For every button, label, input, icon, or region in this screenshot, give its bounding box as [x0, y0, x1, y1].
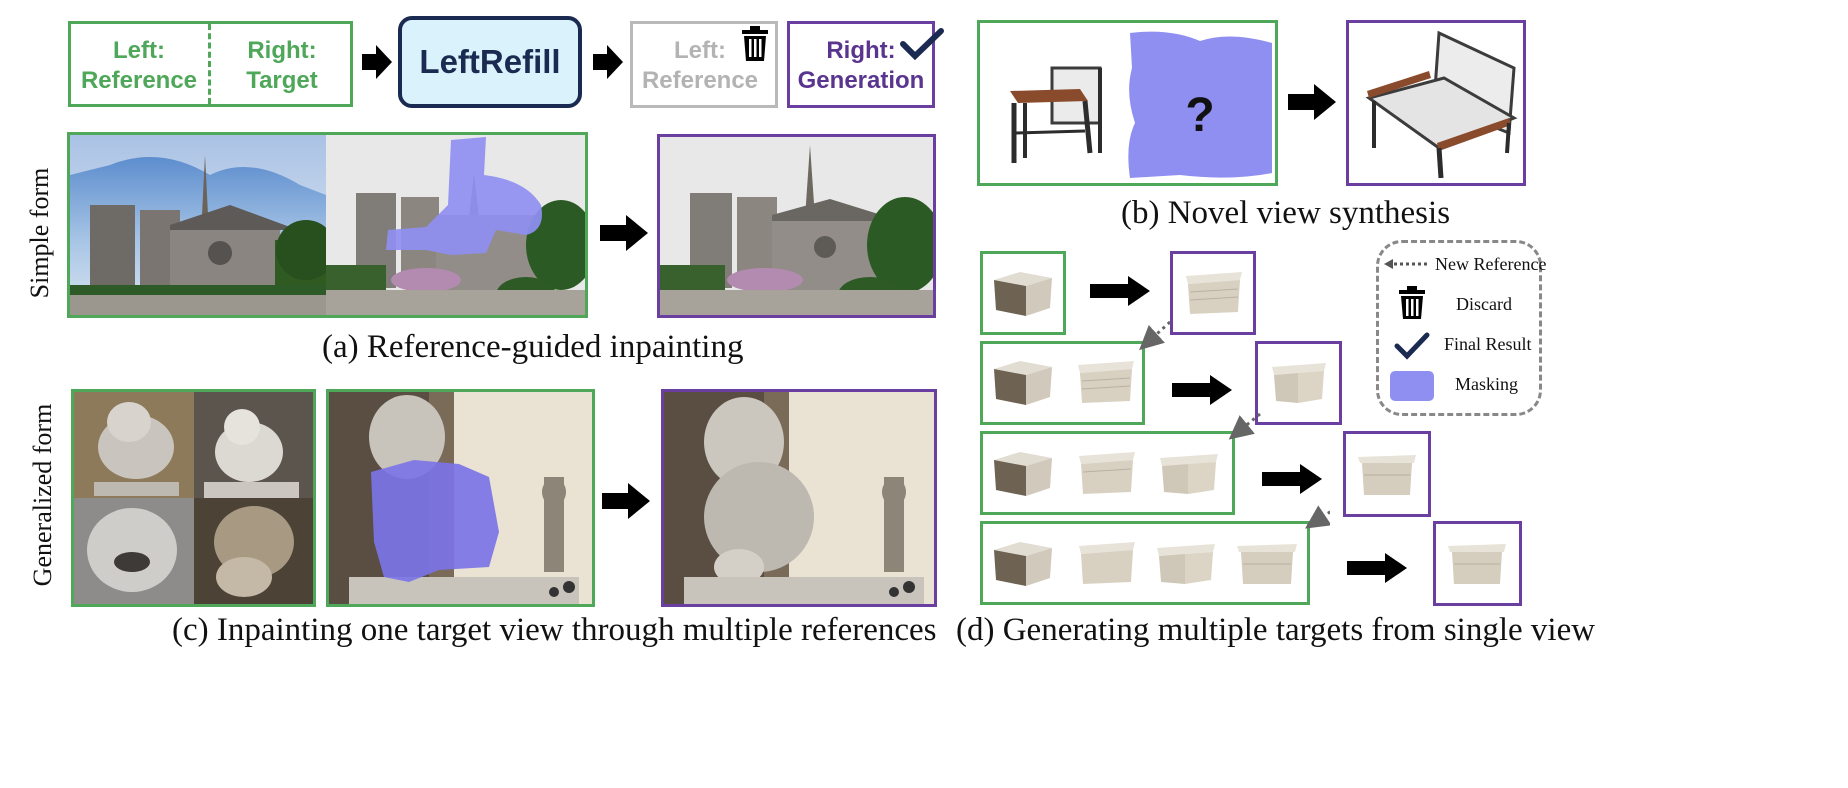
flow-arrow-icon	[593, 45, 623, 79]
lion-masked-target-photo	[329, 392, 592, 604]
caption-b: (b) Novel view synthesis	[1121, 195, 1451, 231]
d-row3-reference-box	[980, 431, 1235, 515]
flow-arrow-icon	[1262, 464, 1322, 494]
legend-box	[1376, 240, 1542, 416]
flow-arrow-icon	[1288, 84, 1336, 120]
legend-masking: Masking	[1455, 374, 1518, 394]
row-label-generalized-form: Generalized form	[28, 403, 57, 587]
crate-generated-photo	[1448, 544, 1506, 584]
legend-discard: Discard	[1456, 294, 1512, 314]
new-reference-arrows	[1139, 320, 1330, 529]
crate-photo	[994, 542, 1052, 586]
flow-arrow-icon	[1347, 553, 1407, 583]
dotted-arrow-icon	[1384, 259, 1430, 269]
input-split-divider	[208, 24, 211, 104]
lion-masked-target-box	[326, 389, 595, 607]
crate-photo	[1237, 544, 1297, 584]
lion-references-grid-photo	[74, 392, 313, 604]
crate-photo	[994, 361, 1052, 405]
d-row1-reference-box	[980, 251, 1066, 335]
crate-photo	[1157, 544, 1215, 584]
flow-arrow-icon	[1172, 375, 1232, 405]
flow-arrow-icon	[600, 215, 648, 251]
model-name: LeftRefill	[419, 43, 561, 80]
reference-target-pair-box	[67, 132, 588, 318]
d-row1-generation-box	[1170, 251, 1256, 335]
output-reference-box	[630, 21, 778, 108]
caption-c: (c) Inpainting one target view through m…	[172, 612, 937, 648]
checkmark-icon	[900, 28, 944, 60]
d-row4-generation-box	[1433, 521, 1522, 606]
checkmark-icon	[1394, 332, 1430, 360]
notre-dame-masked-target-photo	[326, 135, 585, 315]
input-concat-box	[68, 21, 353, 107]
output-right-generation-label: Right: Generation	[797, 37, 925, 94]
flow-arrow-icon	[602, 483, 650, 519]
crate-generated-photo	[1272, 363, 1326, 403]
inpainting-result-box	[657, 134, 936, 318]
legend-new-reference: New Reference	[1435, 254, 1547, 274]
notre-dame-reference-photo	[70, 135, 326, 315]
crate-photo	[1079, 452, 1135, 494]
chair-novel-view-result-box	[1346, 20, 1526, 186]
output-generation-box	[787, 21, 935, 108]
d-row3-generation-box	[1343, 431, 1431, 517]
legend-final-result: Final Result	[1444, 334, 1532, 354]
chair-novel-view-photo	[1349, 23, 1523, 183]
d-row2-generation-box	[1255, 341, 1342, 425]
d-row2-reference-box	[980, 341, 1145, 425]
output-left-reference-label: Left: Reference	[641, 37, 759, 94]
left-reference-label: Left: Reference	[80, 37, 198, 94]
chair-reference-photo	[980, 23, 1275, 183]
lion-result-box	[661, 389, 937, 607]
d-row4-reference-box	[980, 521, 1310, 605]
trash-icon	[742, 26, 768, 61]
row-label-simple-form: Simple form	[25, 167, 54, 299]
masked-region-question-mark: ?	[1185, 89, 1215, 142]
multi-reference-grid-box	[71, 389, 316, 607]
crate-photo	[1079, 542, 1135, 584]
crate-photo	[994, 272, 1052, 316]
caption-a: (a) Reference-guided inpainting	[322, 329, 744, 365]
notre-dame-result-photo	[660, 137, 933, 315]
caption-d: (d) Generating multiple targets from sin…	[956, 612, 1596, 648]
crate-photo	[1078, 361, 1134, 403]
flow-arrow-icon	[362, 45, 392, 79]
masking-swatch	[1390, 371, 1434, 401]
crate-photo	[994, 452, 1052, 496]
leftrefill-model-box	[398, 16, 582, 108]
trash-icon	[1399, 286, 1425, 319]
crate-photo	[1160, 454, 1218, 494]
chair-reference-mask-box	[977, 20, 1278, 186]
flow-arrow-icon	[1090, 276, 1150, 306]
crate-generated-photo	[1186, 272, 1242, 314]
crate-generated-photo	[1358, 455, 1416, 495]
lion-result-photo	[664, 392, 934, 604]
right-target-label: Right: Target	[246, 37, 318, 94]
